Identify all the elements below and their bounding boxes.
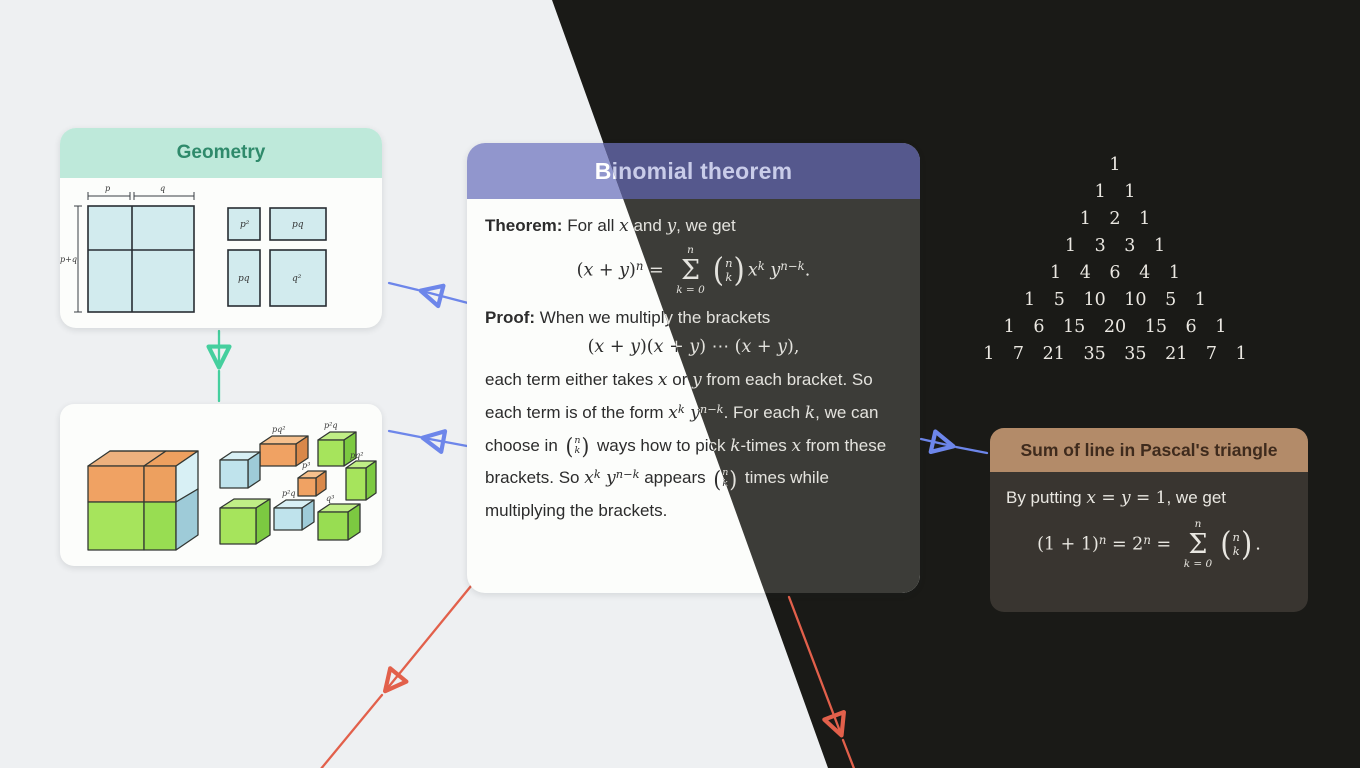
- piece-label-q2: q²: [292, 274, 302, 284]
- pascal-triangle[interactable]: 1 1 1 1 2 1 1 3 3 1 1 4 6 4 1 1 5 10 10 5 1 1 …: [952, 152, 1278, 368]
- binomial-main-formula: (x + y)n = nΣk = 0(nk)xk yn−k.: [603, 244, 811, 297]
- binomial-card-header: Binomial theorem: [594, 143, 920, 199]
- cube-diagram: pq² p²q p³ pq²: [87, 421, 377, 551]
- geometry-card-title: Geometry: [176, 142, 266, 163]
- dim-label-q: q: [160, 184, 165, 193]
- piece-label-p2: p²: [240, 220, 250, 230]
- cube-piece-label: pq²: [272, 425, 285, 434]
- binomial-card-title: Binomial theorem: [594, 157, 793, 184]
- pascal-row: 1 4 6 4 1: [1050, 263, 1180, 283]
- exploded-pieces: pq² p²q p³ pq²: [219, 421, 377, 545]
- cube-piece-label: p²q: [282, 489, 295, 498]
- cube-piece-label: pq²: [350, 451, 363, 460]
- pascal-row: 1 7 21 35 35 21 7 1: [983, 344, 1247, 364]
- cube-piece-label: q³: [326, 494, 334, 503]
- dim-label-p-plus-q: p+q: [60, 255, 77, 264]
- pascal-row: 1: [1109, 155, 1121, 175]
- dim-label-p: p: [105, 184, 110, 193]
- cube-card[interactable]: pq² p²q p³ pq²: [60, 404, 382, 566]
- geometry-card[interactable]: Geometry p q p+q p² pq pq: [60, 128, 382, 328]
- pascal-row: 1 2 1: [1079, 209, 1151, 229]
- cube-piece-label: p³: [302, 461, 310, 470]
- pascal-sum-card-body: By putting x = y = 1, we get (1 + 1)n = …: [990, 472, 1308, 587]
- geometry-diagram: p q p+q p² pq pq q²: [60, 184, 327, 313]
- pascal-sum-card-header: Sum of line in Pascal's triangle: [990, 428, 1308, 472]
- piece-label-pq-bottom: pq: [238, 274, 250, 284]
- arrow-binomial-to-cube: [387, 429, 469, 454]
- pascal-sum-card-title: Sum of line in Pascal's triangle: [1020, 439, 1278, 460]
- pascal-row: 1 6 15 20 15 6 1: [1003, 317, 1227, 337]
- arrow-binomial-to-geometry: [387, 281, 470, 309]
- geometry-card-header: Geometry: [60, 128, 382, 178]
- sum-card-intro: By putting x = y = 1, we get: [1006, 488, 1227, 508]
- geometry-card-body: p q p+q p² pq pq q²: [60, 178, 382, 328]
- pascal-row: 1 1: [1094, 182, 1136, 202]
- pascal-row: 1 5 10 10 5 1: [1024, 290, 1206, 310]
- assembled-cube: [87, 450, 199, 551]
- cube-piece-label: p²q: [324, 421, 337, 430]
- pascal-sum-card[interactable]: Sum of line in Pascal's triangle By putt…: [990, 428, 1308, 612]
- piece-label-pq-top: pq: [292, 220, 304, 230]
- binomial-card[interactable]: Binomial theorem Theorem: For all x and …: [467, 143, 920, 593]
- arrow-binomial-down-left: [320, 584, 473, 768]
- pascal-row: 1 3 3 1: [1064, 236, 1166, 256]
